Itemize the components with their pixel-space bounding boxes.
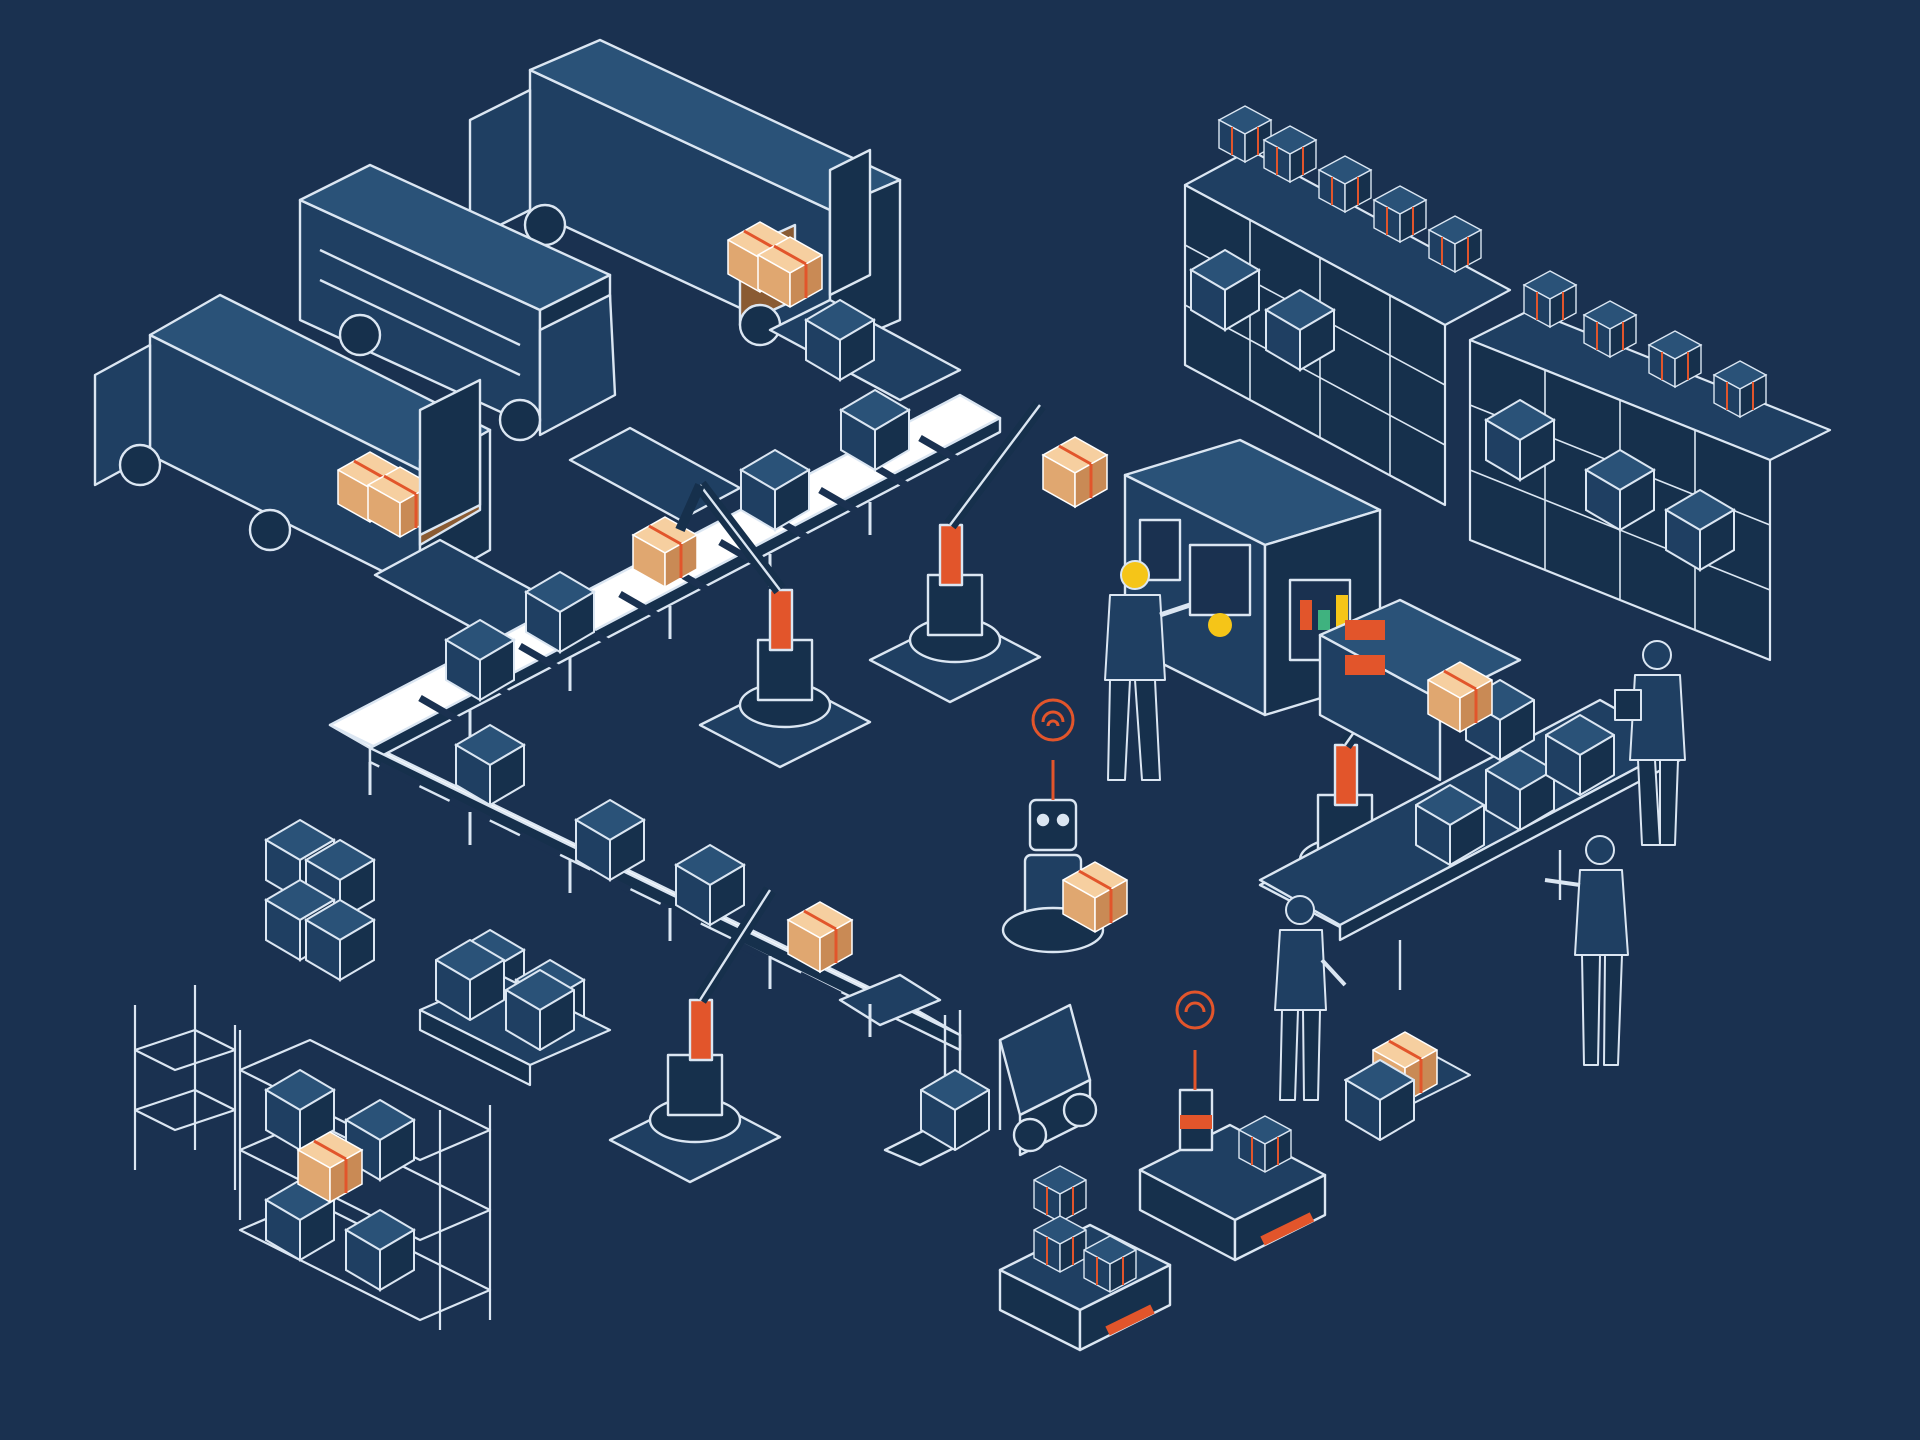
robot-arm-icon (868, 400, 1046, 704)
delivery-robot-icon (1001, 798, 1129, 954)
wifi-signal-icon (1175, 990, 1215, 1090)
worker-icon (1544, 835, 1629, 1066)
agv-robot-icon (1138, 1088, 1327, 1262)
truck-icon (298, 163, 617, 442)
worker-icon (1274, 895, 1471, 1141)
robot-arm-icon (608, 886, 782, 1184)
truck-icon (93, 293, 492, 592)
agv-robot-icon (998, 1164, 1172, 1352)
worker-icon (1614, 640, 1686, 846)
cargo-box-icon (418, 938, 612, 1087)
wifi-signal-icon (1031, 698, 1075, 800)
worker-icon (1104, 560, 1191, 781)
robot-arm-icon (675, 480, 872, 769)
forklift-icon (883, 1003, 1098, 1167)
